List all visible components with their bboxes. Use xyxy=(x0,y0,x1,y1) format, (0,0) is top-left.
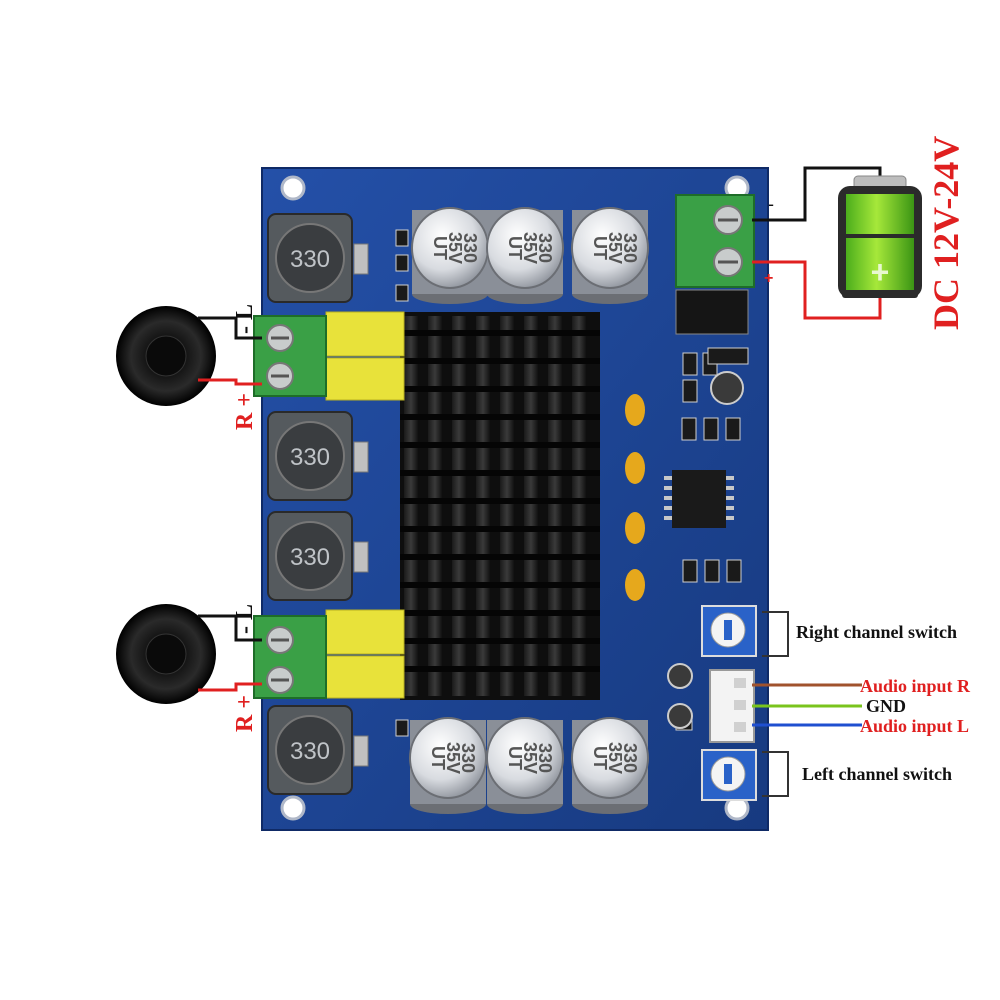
battery-plus-sign: + xyxy=(871,254,890,290)
speaker-top-minus-label: - L xyxy=(232,304,258,334)
power-negative-wire xyxy=(752,166,882,222)
capacitor-marking: 35V xyxy=(605,232,625,264)
left-channel-switch-label: Left channel switch xyxy=(802,764,952,784)
speaker-top-plus-label: R + xyxy=(232,393,258,430)
power-positive-mark: + xyxy=(764,270,773,287)
capacitor-marking: UT xyxy=(428,746,448,770)
capacitor-marking: 35V xyxy=(520,742,540,774)
op-amp-chip xyxy=(664,470,734,528)
capacitor-marking: 330 xyxy=(620,233,640,263)
capacitor-marking: UT xyxy=(505,746,525,770)
film-capacitors xyxy=(325,311,405,699)
gnd-label: GND xyxy=(866,696,906,716)
audio-input-connector xyxy=(709,669,755,743)
speaker-bottom-icon xyxy=(116,604,216,704)
speaker-bottom-minus-label: - L xyxy=(232,604,258,634)
power-positive-wire xyxy=(752,260,882,320)
battery-icon xyxy=(838,175,922,298)
heatsink xyxy=(400,312,600,700)
inductor: 330 xyxy=(267,213,369,303)
inductor-value: 330 xyxy=(290,544,330,571)
left-volume-pot xyxy=(701,749,757,801)
right-volume-pot xyxy=(701,605,757,657)
capacitor-marking: UT xyxy=(505,236,525,260)
speaker-bottom-black-wire xyxy=(198,614,262,642)
inductors: 330 330 330 330 xyxy=(267,213,369,795)
speaker-top-red-wire xyxy=(198,378,262,386)
power-label: DC 12V-24V xyxy=(926,136,966,330)
capacitor-marking: 330 xyxy=(460,233,480,263)
power-terminal xyxy=(675,194,755,288)
switch-brackets xyxy=(762,611,789,797)
capacitor-marking: 330 xyxy=(458,743,478,773)
capacitor-marking: 330 xyxy=(535,743,555,773)
small-caps xyxy=(667,371,744,729)
capacitor-marking: 330 xyxy=(620,743,640,773)
speaker-bottom-plus-label: R + xyxy=(232,695,258,732)
right-channel-switch-label: Right channel switch xyxy=(796,622,957,642)
capacitor-marking: 35V xyxy=(520,232,540,264)
capacitor-marking: 35V xyxy=(443,742,463,774)
capacitor-marking: 35V xyxy=(605,742,625,774)
speaker-top-icon xyxy=(116,306,216,406)
capacitor-marking: 330 xyxy=(535,233,555,263)
voltage-regulator xyxy=(675,289,749,335)
capacitor-marking: 35V xyxy=(445,232,465,264)
inductor-value: 330 xyxy=(290,246,330,273)
power-negative-mark: - xyxy=(768,194,774,214)
capacitor-marking: UT xyxy=(590,746,610,770)
inductor: 330 xyxy=(267,705,369,795)
speaker-terminal-top xyxy=(253,315,327,397)
audio-input-l-label: Audio input L xyxy=(860,716,969,736)
speaker-top-black-wire xyxy=(198,316,262,340)
capacitor-marking: UT xyxy=(430,236,450,260)
inductor-value: 330 xyxy=(290,444,330,471)
inductor-value: 330 xyxy=(290,738,330,765)
capacitor-marking: UT xyxy=(590,236,610,260)
tantalum-caps xyxy=(625,394,645,601)
inductor: 330 xyxy=(267,511,369,601)
inductor: 330 xyxy=(267,411,369,501)
speaker-bottom-red-wire xyxy=(198,682,262,692)
smd-components xyxy=(395,229,749,737)
audio-input-r-label: Audio input R xyxy=(860,676,971,696)
speaker-terminal-bottom xyxy=(253,615,327,699)
